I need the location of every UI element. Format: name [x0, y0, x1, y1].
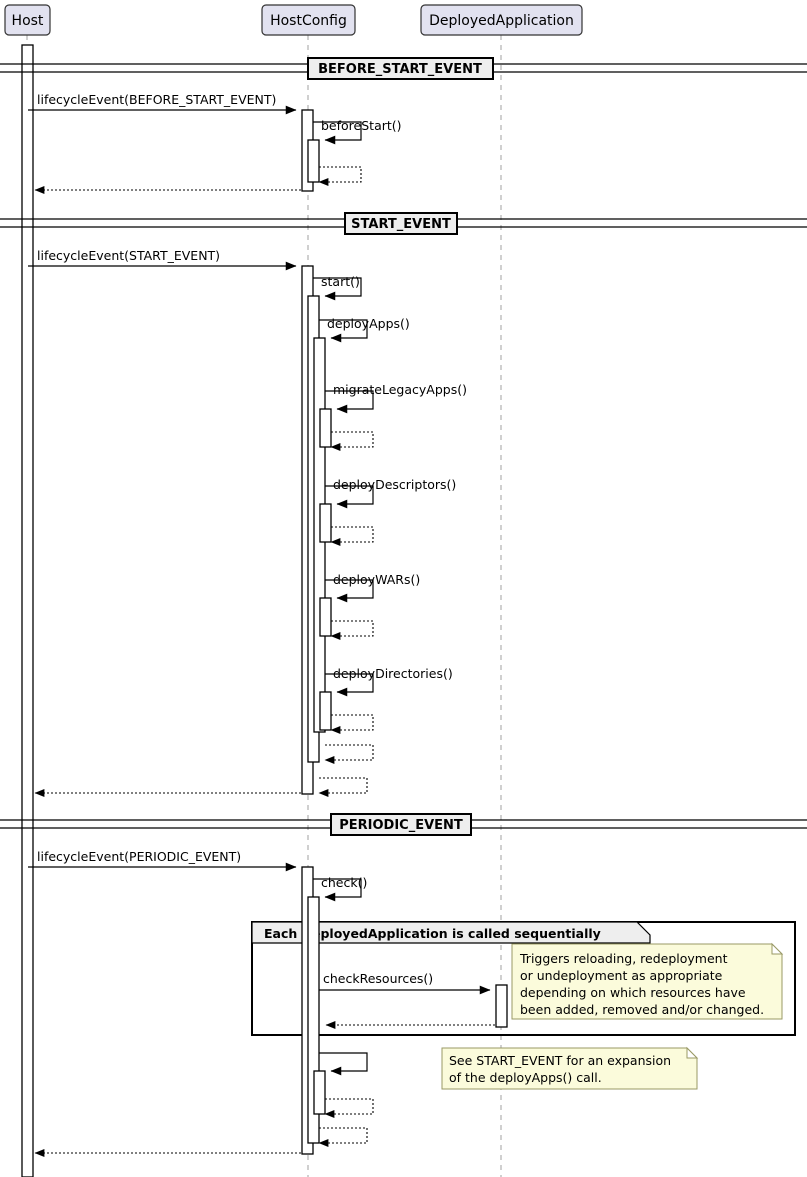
activations-host	[21, 44, 34, 1177]
activation-hostconfig-periodic-l3	[313, 1070, 326, 1115]
msg-label-migratelegacyapps: migrateLegacyApps()	[333, 382, 467, 397]
participant-host-label: Host	[12, 13, 44, 29]
activation-hostconfig-start-l4-migrate	[319, 408, 332, 448]
note-deployapps-body	[441, 1047, 698, 1090]
messages-start-event: lifecycleEvent(START_EVENT) start() depl…	[28, 248, 467, 797]
msg-label-lifecycleevent-before-start: lifecycleEvent(BEFORE_START_EVENT)	[37, 92, 276, 107]
participant-hostconfig[interactable]: HostConfig	[261, 4, 356, 36]
msg-selfreturn-migratelegacyapps	[330, 431, 374, 451]
divider-label-before-start: BEFORE_START_EVENT	[318, 62, 482, 77]
activation-hostconfig-start-l4-wars	[319, 597, 332, 637]
participant-host[interactable]: Host	[4, 4, 51, 36]
msg-label-beforestart: beforeStart()	[321, 118, 402, 133]
note-checkresources-body	[511, 943, 783, 1020]
msg-selfcall-deployapps-periodic	[319, 1052, 368, 1076]
section-divider-start: START_EVENT	[344, 212, 458, 235]
participant-deployedapplication-label: DeployedApplication	[429, 13, 574, 29]
activations-before-start	[301, 109, 320, 192]
divider-box-start	[344, 212, 458, 235]
divider-label-start: START_EVENT	[351, 217, 451, 232]
group-header-tab	[251, 921, 651, 944]
msg-selfreturn-beforestart	[318, 166, 362, 186]
divider-box-periodic	[330, 813, 472, 836]
participant-host-box[interactable]	[4, 4, 51, 36]
note-checkresources-fold	[771, 942, 784, 955]
divider-box-before-start	[307, 57, 494, 80]
msg-label-deploydescriptors: deployDescriptors()	[333, 477, 456, 492]
msg-selfcall-deploywars	[325, 579, 374, 603]
section-divider-lines	[0, 63, 807, 829]
activations-periodic-event	[301, 866, 508, 1155]
msg-label-deployapps-start: deployApps()	[327, 316, 410, 331]
msg-selfreturn-deploydescriptors	[330, 526, 374, 546]
activation-hostconfig-start-l4-descriptors	[319, 503, 332, 543]
messages-periodic-event: lifecycleEvent(PERIODIC_EVENT) check() c…	[28, 849, 495, 1157]
note-checkresources-line-2: depending on which resources have	[520, 985, 746, 1000]
note-deployapps: See START_EVENT for an expansion of the …	[441, 1046, 699, 1090]
msg-label-start: start()	[321, 274, 360, 289]
group-each-deployedapplication: Each DeployedApplication is called seque…	[251, 921, 796, 1036]
activation-hostconfig-start-l4-directories	[319, 691, 332, 731]
msg-selfcall-migratelegacyapps	[325, 390, 374, 414]
participant-hostconfig-label: HostConfig	[270, 13, 347, 29]
messages-before-start: lifecycleEvent(BEFORE_START_EVENT) befor…	[28, 92, 402, 194]
activation-host-root	[21, 44, 34, 1177]
section-divider-periodic: PERIODIC_EVENT	[330, 813, 472, 836]
msg-selfreturn-deploywars	[330, 620, 374, 640]
activations-start-event	[301, 265, 332, 795]
msg-selfreturn-check	[318, 1127, 368, 1147]
lifelines	[26, 35, 502, 1177]
note-checkresources-line-3: been added, removed and/or changed.	[520, 1002, 764, 1017]
msg-selfcall-beforestart	[313, 121, 362, 145]
msg-selfcall-deploydescriptors	[325, 485, 374, 509]
participant-hostconfig-box[interactable]	[261, 4, 356, 36]
group-header-label: Each DeployedApplication is called seque…	[264, 926, 601, 941]
note-checkresources-line-1: or undeployment as appropriate	[520, 968, 723, 983]
msg-selfreturn-deployapps-periodic	[324, 1098, 374, 1118]
activation-hostconfig-beforestart-2	[307, 139, 320, 183]
note-deployapps-fold	[686, 1046, 699, 1059]
participant-deployedapplication-box[interactable]	[420, 4, 583, 36]
msg-label-check: check()	[321, 875, 367, 890]
note-deployapps-line-0: See START_EVENT for an expansion	[449, 1053, 671, 1068]
note-checkresources: Triggers reloading, redeployment or unde…	[511, 942, 784, 1020]
msg-selfcall-deploydirectories	[325, 673, 374, 697]
msg-label-checkresources: checkResources()	[323, 971, 433, 986]
msg-selfreturn-start	[318, 777, 368, 797]
msg-label-lifecycleevent-periodic: lifecycleEvent(PERIODIC_EVENT)	[37, 849, 241, 864]
note-deployapps-line-1: of the deployApps() call.	[449, 1070, 602, 1085]
msg-label-deploydirectories: deployDirectories()	[333, 666, 453, 681]
msg-label-deploywars: deployWARs()	[333, 572, 420, 587]
participant-deployedapplication[interactable]: DeployedApplication	[420, 4, 583, 36]
msg-selfcall-check	[313, 878, 362, 902]
msg-label-lifecycleevent-start: lifecycleEvent(START_EVENT)	[37, 248, 220, 263]
activation-hostconfig-periodic-l2	[307, 896, 320, 1144]
note-checkresources-line-0: Triggers reloading, redeployment	[519, 951, 728, 966]
msg-selfcall-start	[313, 277, 362, 301]
section-divider-before-start: BEFORE_START_EVENT	[307, 57, 494, 80]
msg-selfreturn-deploydirectories	[330, 714, 374, 734]
divider-label-periodic: PERIODIC_EVENT	[339, 818, 463, 833]
msg-selfcall-deployapps-start	[319, 319, 368, 343]
msg-selfreturn-deployapps-start	[324, 744, 374, 764]
activation-deployedapplication-checkresources	[495, 984, 508, 1028]
